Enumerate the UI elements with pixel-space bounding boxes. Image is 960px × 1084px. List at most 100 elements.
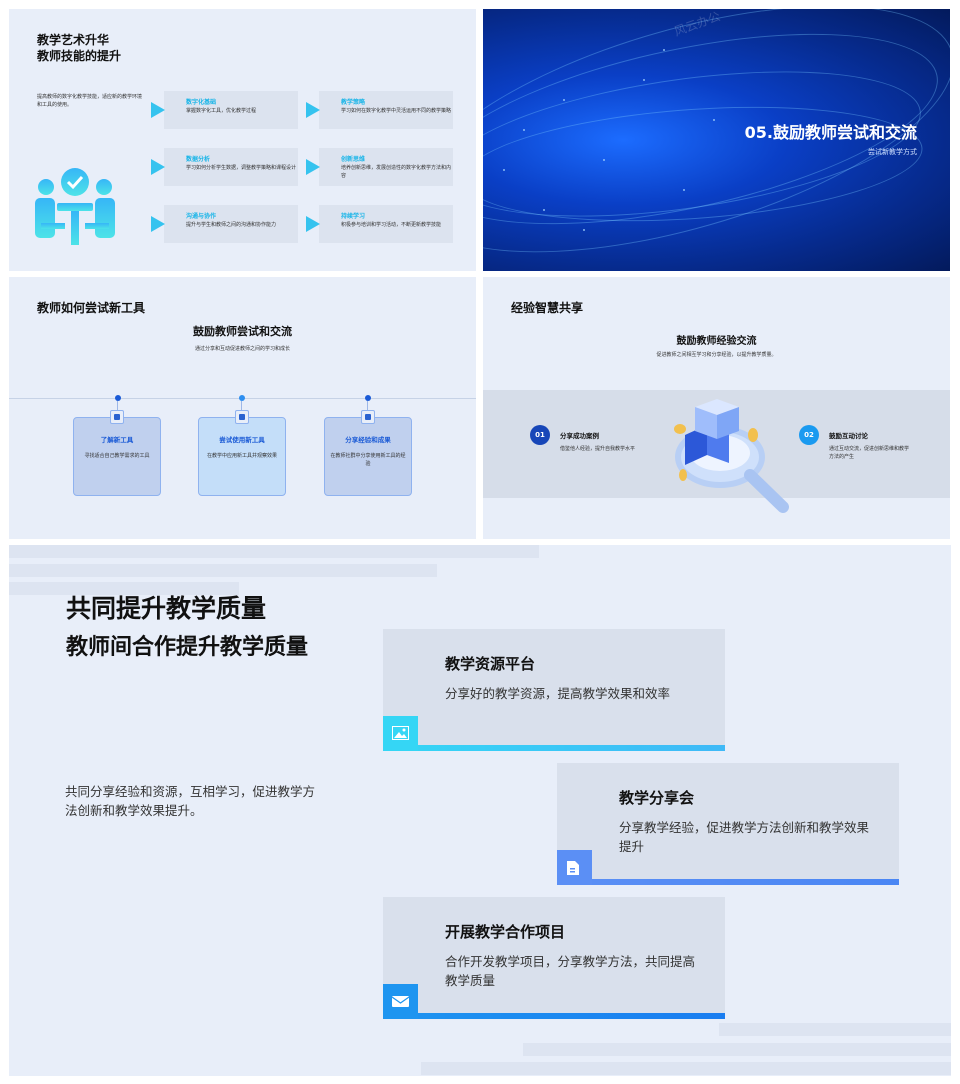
connector — [117, 401, 118, 411]
teacher-student-icon — [35, 168, 115, 245]
card-desc: 分享好的教学资源，提高教学效果和效率 — [445, 686, 671, 701]
chat-icon — [235, 410, 249, 424]
item-desc: 借鉴他人经验，提升自我教学水平 — [560, 446, 636, 452]
arrow-icon — [306, 159, 320, 175]
step-title: 尝试使用新工具 — [219, 436, 265, 444]
arrow-icon — [306, 216, 320, 232]
particle — [563, 99, 565, 101]
card-title: 创新思维 — [341, 156, 366, 163]
card-title: 持续学习 — [341, 213, 366, 220]
slide-description: 共同分享经验和资源，互相学习，促进教学方法创新和教学效果提升。 — [65, 784, 316, 818]
decor-stripe — [523, 1043, 951, 1056]
card-desc: 掌握数字化工具，优化教学过程 — [186, 108, 257, 114]
card-desc: 培养创新思维，发展创造性的数字化教学方法和内容 — [341, 165, 452, 179]
particle — [683, 189, 685, 191]
accent-bar — [557, 879, 899, 885]
slide-new-tools[interactable]: 教师如何尝试新工具 鼓励教师尝试和交流 通过分享和互动促进教师之间的学习和成长 … — [9, 277, 476, 539]
card-digital-basics[interactable]: 数字化基础 掌握数字化工具，优化教学过程 — [151, 91, 298, 129]
card-title: 数据分析 — [186, 156, 211, 163]
decor-stripe — [9, 564, 437, 577]
step-card-share[interactable]: 分享经验和成果 在教师社群中分享使用新工具的经验 — [324, 417, 412, 496]
card-sharing-session[interactable]: 教学分享会 分享教学经验，促进教学方法创新和教学效果提升 — [557, 763, 899, 885]
image-icon — [110, 410, 124, 424]
decor-stripe — [719, 1023, 951, 1036]
card-title: 教学策略 — [341, 99, 366, 106]
step-desc: 在教师社群中分享使用新工具的经验 — [330, 453, 406, 467]
card-desc: 学习如何分析学生数据，调整教学策略和课程设计 — [186, 165, 297, 171]
card-desc: 合作开发教学项目，分享教学方法，共同提高教学质量 — [445, 954, 696, 988]
item-title: 鼓励互动讨论 — [829, 432, 868, 440]
arrow-icon — [151, 216, 165, 232]
card-innovation[interactable]: 创新思维 培养创新思维，发展创造性的数字化教学方法和内容 — [306, 148, 453, 186]
step-desc: 在教学中应用新工具并观察效果 — [206, 453, 277, 459]
slide-subtitle: 鼓励教师尝试和交流 — [193, 325, 292, 338]
document-icon — [557, 850, 592, 885]
card-continuous-learning[interactable]: 持续学习 积极参与培训和学习活动，不断更新教学技能 — [306, 205, 453, 243]
step-title: 了解新工具 — [100, 436, 134, 444]
slide-description: 促进教师之间相互学习和分享经验，以提升教学质量。 — [656, 352, 777, 358]
timeline-node — [365, 395, 371, 401]
arrow-icon — [306, 102, 320, 118]
step-card-try-tool[interactable]: 尝试使用新工具 在教学中应用新工具并观察效果 — [198, 417, 286, 496]
section-title: 05.鼓励教师尝试和交流 — [744, 123, 917, 142]
card-resource-platform[interactable]: 教学资源平台 分享好的教学资源，提高教学效果和效率 — [383, 629, 725, 751]
card-title: 教学资源平台 — [445, 655, 536, 673]
item-title: 分享成功案例 — [560, 432, 599, 440]
mail-icon — [383, 984, 418, 1019]
slide-collaboration[interactable]: 共同提升教学质量 教师间合作提升教学质量 共同分享经验和资源，互相学习，促进教学… — [9, 545, 951, 1076]
connector — [367, 401, 368, 411]
slide-section-cover[interactable]: 风云办公 05.鼓励教师尝试和交流 尝试新教学方式 — [483, 9, 950, 271]
slide-title: 共同提升教学质量 — [66, 594, 267, 623]
particle — [543, 209, 545, 211]
accent-bar — [383, 745, 725, 751]
number-badge: 02 — [799, 425, 819, 445]
slide-subtitle: 教师间合作提升教学质量 — [66, 635, 309, 660]
slide-description: 提高教师的数字化教学技能，适应新的教学环境和工具的使用。 — [37, 94, 143, 108]
timeline-node — [239, 395, 245, 401]
card-title: 数字化基础 — [186, 99, 217, 106]
magnifier-chart-icon — [674, 399, 789, 513]
card-desc: 学习如何在数字化教学中灵活运用不同的教学策略 — [341, 108, 452, 114]
particle — [643, 79, 645, 81]
particle — [713, 119, 715, 121]
card-data-analysis[interactable]: 数据分析 学习如何分析学生数据，调整教学策略和课程设计 — [151, 148, 298, 186]
image-icon — [383, 716, 418, 751]
card-desc: 积极参与培训和学习活动，不断更新教学技能 — [341, 222, 442, 228]
particle — [503, 169, 505, 171]
card-teaching-strategy[interactable]: 教学策略 学习如何在数字化教学中灵活运用不同的教学策略 — [306, 91, 453, 129]
decor-stripe — [9, 582, 239, 595]
card-communication[interactable]: 沟通与协作 提升与学生和教师之间的沟通和协作能力 — [151, 205, 298, 243]
step-title: 分享经验和成果 — [345, 436, 391, 444]
item-desc: 通过互动交流，促进创新思维和教学方法的产生 — [829, 446, 910, 460]
slide-experience-sharing[interactable]: 经验智慧共享 鼓励教师经验交流 促进教师之间相互学习和分享经验，以提升教学质量。… — [483, 277, 950, 539]
arrow-icon — [151, 159, 165, 175]
slide-title: 教学艺术升华 — [37, 33, 110, 47]
decor-stripe — [421, 1062, 951, 1075]
card-cooperation-project[interactable]: 开展教学合作项目 合作开发教学项目，分享教学方法，共同提高教学质量 — [383, 897, 725, 1019]
share-icon — [361, 410, 375, 424]
slide-title: 经验智慧共享 — [511, 301, 584, 315]
card-title: 教学分享会 — [619, 789, 695, 807]
slide-subtitle: 教师技能的提升 — [37, 49, 122, 63]
step-card-learn-tool[interactable]: 了解新工具 寻找适合自己教学需求的工具 — [73, 417, 161, 496]
slide-title: 教师如何尝试新工具 — [37, 301, 146, 315]
connector — [241, 401, 242, 411]
particle — [663, 49, 665, 51]
slide-description: 通过分享和互动促进教师之间的学习和成长 — [194, 346, 290, 352]
arrow-icon — [151, 102, 165, 118]
card-title: 沟通与协作 — [186, 213, 217, 220]
section-subtitle: 尝试新教学方式 — [868, 148, 917, 156]
slide-teaching-skills[interactable]: 教学艺术升华 教师技能的提升 提高教师的数字化教学技能，适应新的教学环境和工具的… — [9, 9, 476, 271]
slide-subtitle: 鼓励教师经验交流 — [676, 336, 757, 347]
decor-stripe — [9, 545, 539, 558]
number-badge: 01 — [530, 425, 550, 445]
card-desc: 分享教学经验，促进教学方法创新和教学效果提升 — [619, 820, 870, 854]
step-desc: 寻找适合自己教学需求的工具 — [84, 453, 150, 459]
particle — [523, 129, 525, 131]
particle — [583, 229, 585, 231]
card-title: 开展教学合作项目 — [445, 923, 566, 941]
timeline-node — [115, 395, 121, 401]
card-desc: 提升与学生和教师之间的沟通和协作能力 — [186, 222, 277, 228]
particle — [603, 159, 605, 161]
accent-bar — [383, 1013, 725, 1019]
